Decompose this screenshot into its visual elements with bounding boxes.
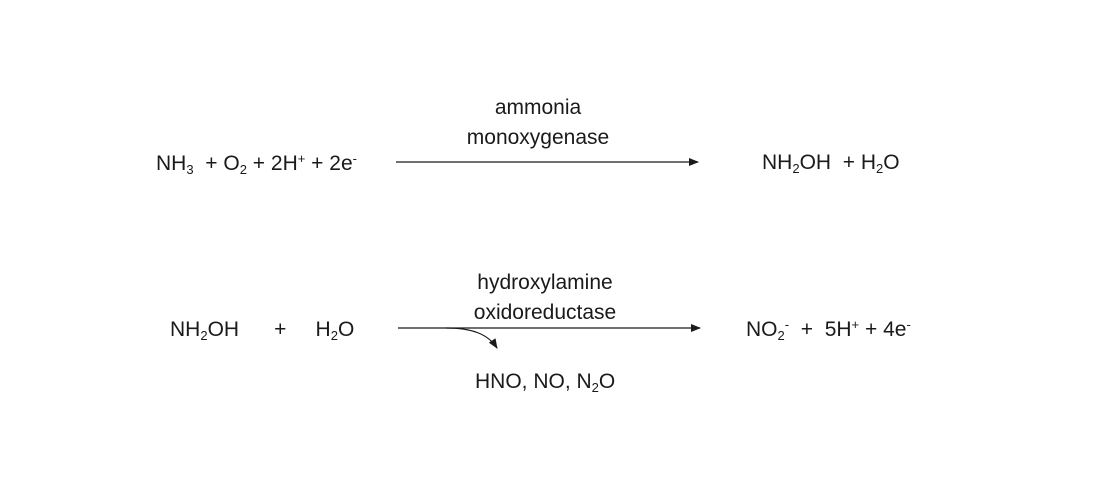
reaction1-enzyme-line2: monoxygenase bbox=[466, 126, 610, 149]
reaction2-products: NO2- + 5H+ + 4e- bbox=[746, 316, 911, 343]
reaction1-enzyme-line1: ammonia bbox=[494, 96, 582, 119]
reaction2-enzyme-line1: hydroxylamine bbox=[477, 271, 613, 294]
reaction1-reactants: NH3 + O2 + 2H+ + 2e- bbox=[156, 150, 357, 177]
reaction1-enzyme-label: ammonia monoxygenase bbox=[440, 97, 636, 148]
reaction1-products: NH2OH + H2O bbox=[762, 151, 900, 176]
byproduct-branch-arrow bbox=[445, 327, 498, 349]
reaction2-reactants: NH2OH + H2O bbox=[170, 318, 355, 343]
reaction2-byproducts: HNO, NO, N2O bbox=[475, 370, 616, 395]
reaction2-enzyme-line2: oxidoreductase bbox=[473, 301, 617, 324]
reaction2-enzyme-label: hydroxylamine oxidoreductase bbox=[440, 272, 650, 323]
